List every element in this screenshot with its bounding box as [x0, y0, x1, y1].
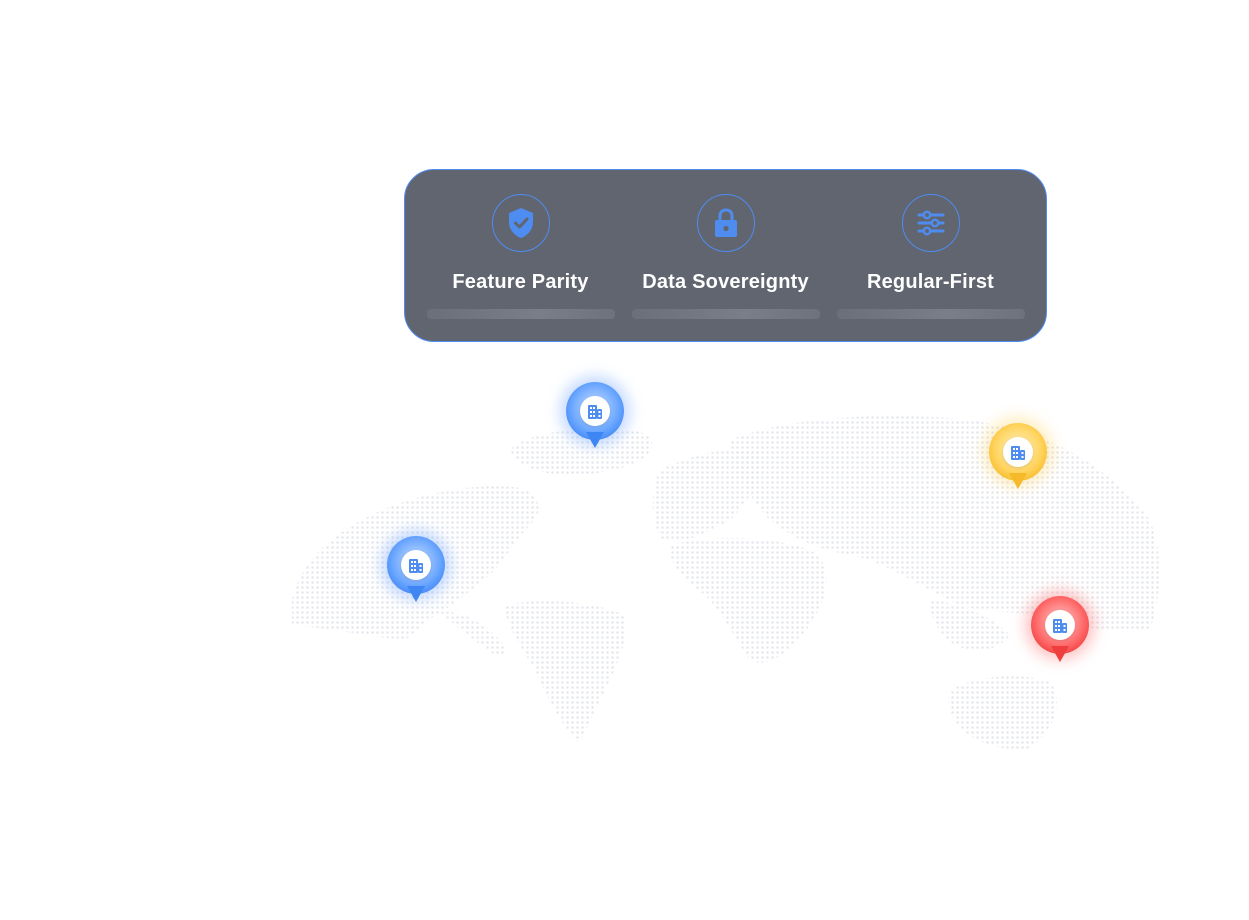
lock-icon: [696, 194, 755, 252]
pin-tail: [1051, 646, 1069, 662]
building-icon: [401, 550, 431, 580]
shield-check-icon: [491, 194, 550, 252]
building-icon: [1003, 437, 1033, 467]
features-card: Feature Parity Data Sovereignty: [404, 169, 1047, 342]
pin-tail: [407, 586, 425, 602]
pin-tail: [586, 432, 604, 448]
feature-label: Feature Parity: [452, 271, 589, 293]
feature-bar: [631, 309, 820, 319]
feature-bar: [426, 309, 615, 319]
building-icon: [1045, 610, 1075, 640]
building-icon: [580, 396, 610, 426]
asia-pin[interactable]: [989, 423, 1047, 501]
sliders-icon: [901, 194, 960, 252]
australia-pin[interactable]: [1031, 596, 1089, 674]
feature-parity-item: Feature Parity: [426, 170, 615, 341]
feature-label: Data Sovereignty: [642, 271, 809, 293]
data-sovereignty-item: Data Sovereignty: [631, 170, 820, 341]
greenland-pin[interactable]: [566, 382, 624, 460]
feature-label: Regular-First: [866, 271, 995, 293]
pin-tail: [1009, 473, 1027, 489]
regular-first-item: Regular-First: [836, 170, 1025, 341]
feature-bar: [836, 309, 1025, 319]
north-america-pin[interactable]: [387, 536, 445, 614]
